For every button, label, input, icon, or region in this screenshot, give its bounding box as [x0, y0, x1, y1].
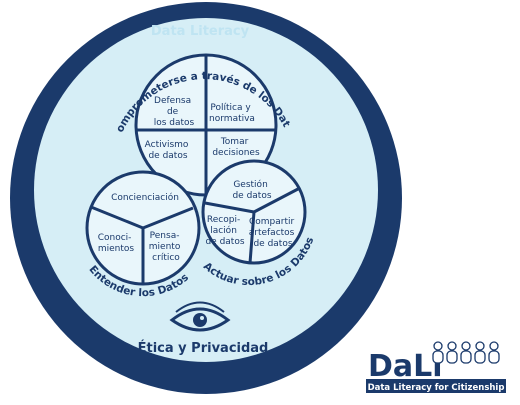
label-pensamiento: Pensa- miento crítico: [149, 231, 183, 263]
circle-left: [85, 170, 201, 286]
label-tomar: Tomar decisiones: [212, 137, 260, 158]
header-title: Data Literacy: [151, 24, 250, 39]
people-icon: [432, 341, 500, 364]
label-politica: Política y normativa: [209, 103, 255, 124]
label-compartir: Compartir artefactos de datos: [249, 217, 298, 249]
label-activismo: Activismo de datos: [145, 140, 192, 161]
label-concienciacion: Concienciación: [111, 192, 179, 203]
label-conocimientos: Conoci- mientos: [98, 233, 135, 254]
eye-icon: [169, 301, 231, 332]
label-recopilacion: Recopi- lación de datos: [205, 215, 244, 247]
label-gestion: Gestión de datos: [232, 179, 271, 201]
logo-wordmark: DaLi: [368, 349, 443, 384]
ethics-label: Ética y Privacidad: [138, 340, 269, 356]
circle-right: [201, 159, 307, 265]
dali-logo: DaLi Data Literacy for Citizenship: [366, 341, 506, 393]
logo-tagline: Data Literacy for Citizenship: [368, 383, 505, 393]
label-defensa: Defensa de los datos: [154, 96, 195, 128]
